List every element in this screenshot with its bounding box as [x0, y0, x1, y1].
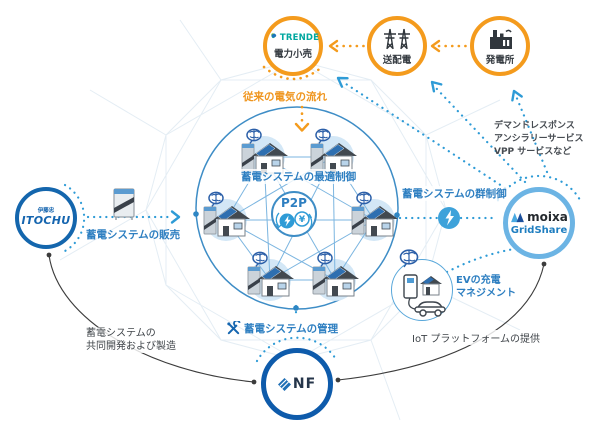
house-cluster — [245, 250, 295, 298]
battery-unit-icon — [203, 206, 217, 235]
yen-symbol: ¥ — [299, 215, 306, 225]
itochu-node: 伊藤忠 ITOCHU — [15, 187, 77, 249]
ai-brain-icon — [315, 128, 331, 144]
ai-brain-icon — [252, 251, 268, 267]
house-solar-battery-icon — [241, 128, 288, 174]
retail-label: 電力小売 — [273, 48, 312, 60]
house-solar-battery-icon — [203, 191, 250, 237]
moixa-mark-icon — [511, 212, 525, 222]
yen-coin-icon: ¥ — [294, 211, 310, 227]
ai-brain-icon — [398, 249, 420, 273]
management-label: 蓄電システムの管理 — [244, 323, 339, 335]
battery-unit-icon — [312, 266, 326, 295]
optimal-control-label: 蓄電システムの最適制御 — [239, 169, 359, 184]
house-cluster — [201, 190, 251, 238]
ai-brain-icon — [356, 191, 372, 207]
factory-icon — [490, 29, 512, 49]
ev-charging-icon — [403, 274, 446, 317]
nf-diamond-icon — [277, 377, 291, 391]
itochu-brand: ITOCHU — [21, 214, 71, 227]
battery-unit-icon — [351, 206, 365, 235]
vpp-services-label: デマンドレスポンス アンシラリーサービス VPP サービスなど — [494, 120, 583, 159]
p2p-label: P2P — [281, 196, 307, 210]
lightning-icon — [438, 207, 460, 229]
house-cluster — [308, 127, 358, 175]
plant-label: 発電所 — [485, 54, 515, 66]
ev-charging-label: EVの充電 マネジメント — [456, 275, 516, 299]
house-solar-battery-icon — [312, 251, 359, 297]
group-control-label: 蓄電システムの群制御 — [400, 186, 509, 201]
house-solar-battery-icon — [310, 128, 357, 174]
battery-unit-icon — [310, 143, 324, 172]
moixa-node: moixa GridShare — [503, 187, 575, 259]
p2p-exchange-icons: ¥ — [275, 211, 313, 230]
partnership-curve-dots — [46, 252, 547, 385]
itochu-brand-jp: 伊藤忠 — [37, 208, 55, 214]
house-solar-icon — [362, 206, 398, 237]
transmission-tower-icon — [384, 28, 410, 50]
blue-arrowheads — [170, 76, 523, 224]
house-solar-icon — [321, 143, 357, 174]
house-solar-icon — [323, 266, 359, 297]
management-label-row: 蓄電システムの管理 — [226, 321, 338, 336]
trende-brand: TRENDE — [279, 33, 320, 43]
ai-brain-icon — [246, 128, 262, 144]
retailer-node: TRENDE 電力小売 — [263, 16, 323, 76]
battery-unit-icon — [247, 266, 261, 295]
vpp-line: VPP サービスなど — [494, 147, 572, 157]
p2p-hub: P2P ¥ — [271, 191, 317, 237]
ai-brain-icon — [208, 191, 224, 207]
wrench-tools-icon — [227, 321, 241, 335]
battery-unit-icon — [113, 188, 135, 220]
transmission-node: 送配電 — [367, 16, 427, 76]
house-solar-icon — [258, 266, 294, 297]
house-cluster — [239, 127, 289, 175]
iot-platform-label: IoT プラットフォームの提供 — [410, 330, 543, 345]
circle-edge-dots — [193, 211, 400, 311]
vpp-line: アンシラリーサービス — [494, 134, 584, 144]
plant-node: 発電所 — [470, 16, 530, 76]
moixa-brand: moixa — [527, 210, 568, 224]
conventional-flow-arrowheads — [294, 39, 441, 132]
moixa-gridshare: GridShare — [510, 225, 568, 236]
vpp-line: デマンドレスポンス — [494, 121, 575, 131]
transmission-label: 送配電 — [382, 55, 412, 66]
house-solar-battery-icon — [351, 191, 398, 237]
ev-management-node — [391, 259, 453, 321]
conventional-flow-label: 従来の電気の流れ — [243, 91, 327, 103]
house-cluster — [349, 190, 399, 238]
nf-brand: NF — [292, 376, 317, 392]
trende-pinwheel-icon — [271, 32, 277, 38]
sales-label: 蓄電システムの販売 — [86, 229, 181, 241]
house-cluster — [310, 250, 360, 298]
battery-unit-icon — [241, 143, 255, 172]
ai-brain-icon — [317, 251, 333, 267]
conventional-flow-dots — [262, 44, 469, 126]
house-solar-battery-icon — [247, 251, 294, 297]
nf-node: NF — [261, 348, 333, 420]
codevelopment-label: 蓄電システムの 共同開発および製造 — [84, 327, 178, 353]
energy-bolt-icon — [279, 213, 295, 229]
house-solar-icon — [214, 206, 250, 237]
